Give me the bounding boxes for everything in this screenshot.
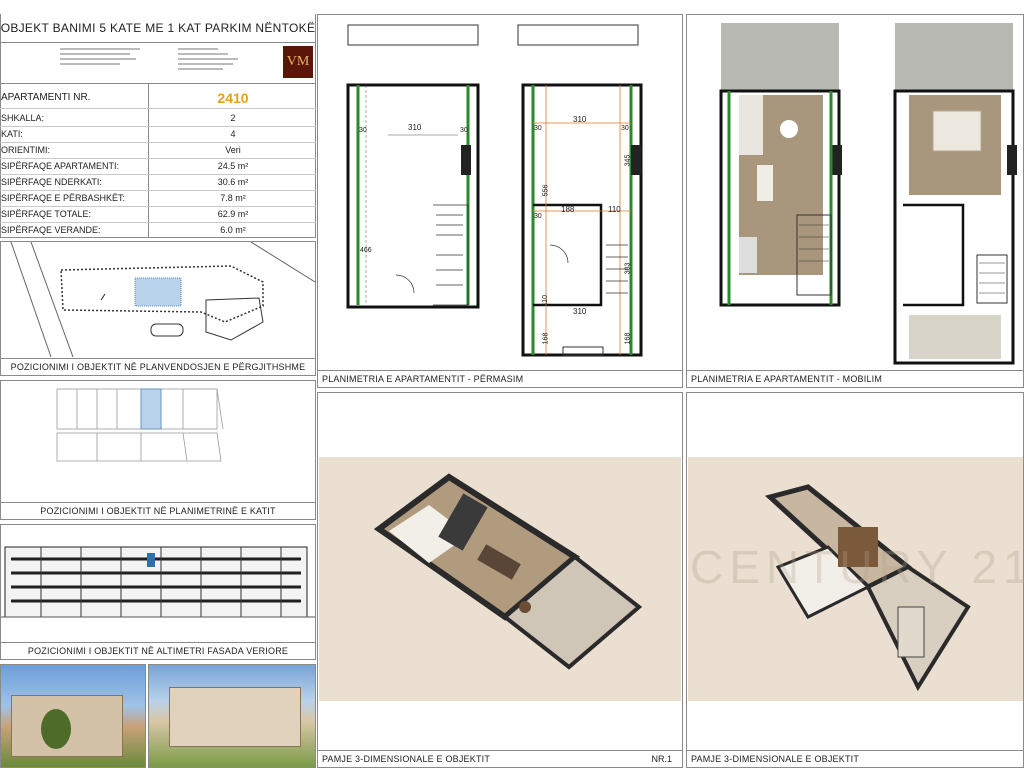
dim-168-left: 168 <box>542 332 550 345</box>
view-3d-caption-1: PAMJE 3-DIMENSIONALE E OBJEKTIT <box>318 750 682 767</box>
view-3d-panel-2: PAMJE 3-DIMENSIONALE E OBJEKTIT <box>686 392 1024 768</box>
spec-label: SHKALLA: <box>1 113 45 123</box>
spec-row-floor: KATI: 4 <box>0 126 316 143</box>
plan-furnished-panel: PLANIMETRIA E APARTAMENTIT - MOBILIM <box>686 14 1024 388</box>
dimension-plan-drawing <box>346 24 643 357</box>
spec-label: KATI: <box>1 129 23 139</box>
dim-303: 303 <box>624 262 632 275</box>
spec-value: 62.9 m² <box>217 209 249 219</box>
spec-row-veranda-area: SIPËRFAQE VERANDE: 6.0 m² <box>0 222 316 238</box>
spec-value: Veri <box>225 145 241 155</box>
dim-168-right: 168 <box>624 332 632 345</box>
spec-label: ORIENTIMI: <box>1 145 50 155</box>
dim-110-top: 110 <box>608 205 621 214</box>
dim-110-left: 110 <box>542 294 550 307</box>
floor-position-panel: POZICIONIMI I OBJEKTIT NË PLANIMETRINË E… <box>0 380 316 520</box>
facade-drawing <box>1 546 315 618</box>
dim-556: 556 <box>542 184 550 197</box>
dim-188: 188 <box>561 205 575 214</box>
spec-value: 24.5 m² <box>217 161 249 171</box>
spec-row-orientation: ORIENTIMI: Veri <box>0 142 316 159</box>
spec-label: SIPËRFAQE E PËRBASHKËT: <box>1 193 126 203</box>
render-photo-2 <box>148 664 316 768</box>
spec-label: SIPËRFAQE NDERKATI: <box>1 177 102 187</box>
view-3d-number: NR.1 <box>651 754 672 764</box>
spec-row-stair: SHKALLA: 2 <box>0 110 316 127</box>
spec-row-mezz-area: SIPËRFAQE NDERKATI: 30.6 m² <box>0 174 316 191</box>
spec-value: 30.6 m² <box>217 177 249 187</box>
contact-info-block <box>178 45 258 79</box>
company-info-block <box>60 45 150 79</box>
render-3d-2 <box>688 457 1023 701</box>
project-title: OBJEKT BANIMI 5 KATE ME 1 KAT PARKIM NËN… <box>0 14 316 43</box>
spec-value: 7.8 m² <box>220 193 246 203</box>
dim-30-right-b: 30 <box>621 125 629 132</box>
dim-310-right-bottom: 310 <box>573 307 587 316</box>
spec-label: APARTAMENTI NR. <box>1 92 91 103</box>
floor-position-caption: POZICIONIMI I OBJEKTIT NË PLANIMETRINË E… <box>1 502 315 519</box>
dim-466: 466 <box>360 247 372 254</box>
spec-label: SIPËRFAQE TOTALE: <box>1 209 92 219</box>
furnished-plan-drawing <box>719 23 1017 365</box>
dim-30-right-a: 30 <box>534 125 542 132</box>
spec-label: SIPËRFAQE VERANDE: <box>1 225 101 235</box>
site-plan-drawing <box>10 242 315 358</box>
site-plan-caption: POZICIONIMI I OBJEKTIT NË PLANVENDOSJEN … <box>1 358 315 375</box>
spec-row-apartment: APARTAMENTI NR. 2410 <box>0 88 316 109</box>
dim-345: 345 <box>624 154 632 167</box>
dim-30-right-c: 30 <box>534 213 542 220</box>
spec-value: 2 <box>230 113 236 123</box>
apartment-number: 2410 <box>217 90 249 106</box>
dim-310-right-top: 310 <box>573 115 587 124</box>
site-plan-panel: POZICIONIMI I OBJEKTIT NË PLANVENDOSJEN … <box>0 241 316 376</box>
render-3d-1 <box>319 457 681 701</box>
plan-dimensions-caption: PLANIMETRIA E APARTAMENTIT - PËRMASIM <box>318 370 682 387</box>
spec-row-total-area: SIPËRFAQE TOTALE: 62.9 m² <box>0 206 316 223</box>
dim-30-left-b: 30 <box>460 127 468 134</box>
spec-label: SIPËRFAQE APARTAMENTI: <box>1 161 120 171</box>
view-3d-caption-2: PAMJE 3-DIMENSIONALE E OBJEKTIT <box>687 750 1023 767</box>
watermark: CENTURY 21 <box>690 541 1024 593</box>
spec-row-apt-area: SIPËRFAQE APARTAMENTI: 24.5 m² <box>0 158 316 175</box>
facade-caption: POZICIONIMI I OBJEKTIT NË ALTIMETRI FASA… <box>1 642 315 659</box>
dim-310-left: 310 <box>408 123 422 132</box>
facade-panel: POZICIONIMI I OBJEKTIT NË ALTIMETRI FASA… <box>0 524 316 660</box>
floor-position-drawing <box>56 388 224 462</box>
view-3d-panel-1: PAMJE 3-DIMENSIONALE E OBJEKTIT NR.1 <box>317 392 683 768</box>
spec-value: 4 <box>230 129 236 139</box>
dim-30-left-a: 30 <box>359 127 367 134</box>
spec-value: 6.0 m² <box>220 225 246 235</box>
plan-furnished-caption: PLANIMETRIA E APARTAMENTIT - MOBILIM <box>687 370 1023 387</box>
spec-row-common-area: SIPËRFAQE E PËRBASHKËT: 7.8 m² <box>0 190 316 207</box>
render-photo-1 <box>0 664 146 768</box>
plan-dimensions-panel: 310 30 30 466 310 30 30 556 345 188 110 … <box>317 14 683 388</box>
company-logo: VM <box>283 46 313 78</box>
